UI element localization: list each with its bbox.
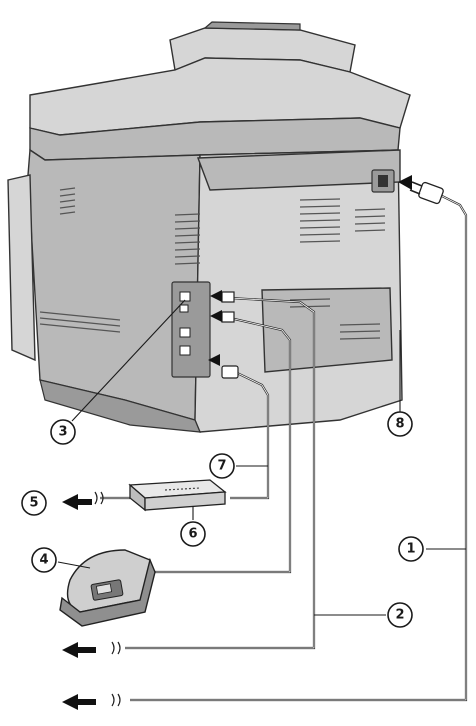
lan-plug (222, 366, 238, 378)
line-plug (222, 292, 234, 302)
callout-2: 2 (388, 603, 412, 627)
power-plug (410, 182, 444, 205)
port-line (180, 346, 190, 355)
arrow-to-network (62, 494, 92, 510)
callout-3: 3 (51, 420, 75, 444)
callout-label-6: 6 (188, 527, 197, 542)
callout-label-2: 2 (395, 608, 404, 623)
callout-7: 7 (210, 454, 234, 478)
port-ext (180, 328, 190, 337)
output-tray (8, 175, 35, 360)
callout-5: 5 (22, 491, 46, 515)
callout-label-5: 5 (29, 496, 38, 511)
arrow-to-outlet (62, 694, 96, 710)
callout-label-8: 8 (395, 417, 404, 432)
callout-4: 4 (32, 548, 56, 572)
interface-panel (172, 282, 210, 377)
callout-label-7: 7 (217, 459, 226, 474)
callout-label-1: 1 (406, 542, 415, 557)
printer-unit (8, 22, 410, 432)
arrow-to-line (62, 642, 96, 658)
feeder-tray (205, 22, 300, 30)
callout-label-3: 3 (58, 425, 67, 440)
callout-6: 6 (181, 522, 205, 546)
callout-label-4: 4 (39, 553, 48, 568)
power-inlet-socket (378, 175, 388, 187)
port-usb (180, 305, 188, 312)
port-lan (180, 292, 190, 301)
ext-plug (222, 312, 234, 322)
router-device (130, 480, 225, 510)
callout-8: 8 (388, 412, 412, 436)
callout-1: 1 (399, 537, 423, 561)
extension-telephone (60, 550, 155, 626)
